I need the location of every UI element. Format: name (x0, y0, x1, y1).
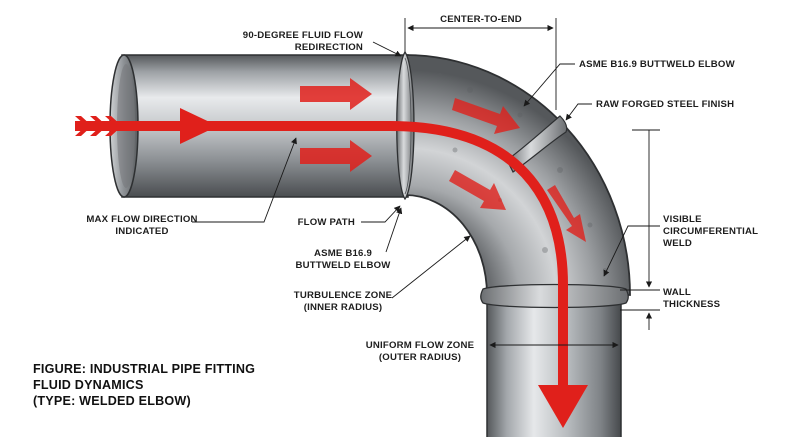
figure-caption: FIGURE: INDUSTRIAL PIPE FITTING FLUID DY… (33, 362, 255, 408)
svg-text:FIGURE: INDUSTRIAL PIPE FITTIN: FIGURE: INDUSTRIAL PIPE FITTING (33, 362, 255, 376)
label-raw-finish: RAW FORGED STEEL FINISH (596, 99, 734, 110)
label-uniform-flow-zone: UNIFORM FLOW ZONE (OUTER RADIUS) (366, 340, 475, 363)
inlet-chevrons (75, 116, 122, 136)
svg-text:FLUID DYNAMICS: FLUID DYNAMICS (33, 378, 144, 392)
svg-text:REDIRECTION: REDIRECTION (295, 42, 363, 53)
center-to-end-dimension (404, 18, 557, 110)
svg-text:VISIBLE: VISIBLE (663, 214, 702, 225)
label-asme-top: ASME B16.9 BUTTWELD ELBOW (579, 59, 736, 70)
svg-text:THICKNESS: THICKNESS (663, 299, 721, 310)
elbow-body (404, 54, 631, 296)
svg-text:BUTTWELD ELBOW: BUTTWELD ELBOW (296, 260, 392, 271)
svg-text:WALL: WALL (663, 287, 691, 298)
secondary-flow-arrows (300, 78, 586, 242)
label-max-flow-direction: MAX FLOW DIRECTION INDICATED (86, 214, 197, 237)
weld-bead-middle (506, 115, 568, 173)
label-visible-weld: VISIBLE CIRCUMFERENTIAL WELD (663, 214, 758, 249)
label-asme-bottom: ASME B16.9 BUTTWELD ELBOW (296, 248, 392, 271)
label-flow-path: FLOW PATH (298, 217, 355, 228)
outlet-pipe (486, 295, 622, 437)
svg-text:TURBULENCE ZONE: TURBULENCE ZONE (294, 290, 393, 301)
leader-lines (192, 41, 660, 299)
svg-text:ASME B16.9: ASME B16.9 (314, 248, 372, 259)
flow-path-arrow (75, 108, 588, 428)
svg-text:(OUTER RADIUS): (OUTER RADIUS) (379, 352, 461, 363)
weld-bead-outlet (480, 283, 629, 309)
label-90-degree-redirection: 90-DEGREE FLUID FLOW REDIRECTION (243, 30, 364, 53)
svg-text:WELD: WELD (663, 238, 692, 249)
wall-thickness-dimension (620, 129, 660, 330)
svg-text:CIRCUMFERENTIAL: CIRCUMFERENTIAL (663, 226, 758, 237)
label-center-to-end: CENTER-TO-END (440, 14, 522, 25)
svg-text:90-DEGREE FLUID FLOW: 90-DEGREE FLUID FLOW (243, 30, 364, 41)
svg-text:MAX FLOW DIRECTION: MAX FLOW DIRECTION (86, 214, 197, 225)
svg-text:(INNER RADIUS): (INNER RADIUS) (304, 302, 382, 313)
svg-text:(TYPE: WELDED ELBOW): (TYPE: WELDED ELBOW) (33, 394, 191, 408)
label-wall-thickness: WALL THICKNESS (663, 287, 721, 310)
svg-text:INDICATED: INDICATED (115, 226, 168, 237)
svg-text:UNIFORM FLOW ZONE: UNIFORM FLOW ZONE (366, 340, 475, 351)
label-turbulence-zone: TURBULENCE ZONE (INNER RADIUS) (294, 290, 393, 313)
